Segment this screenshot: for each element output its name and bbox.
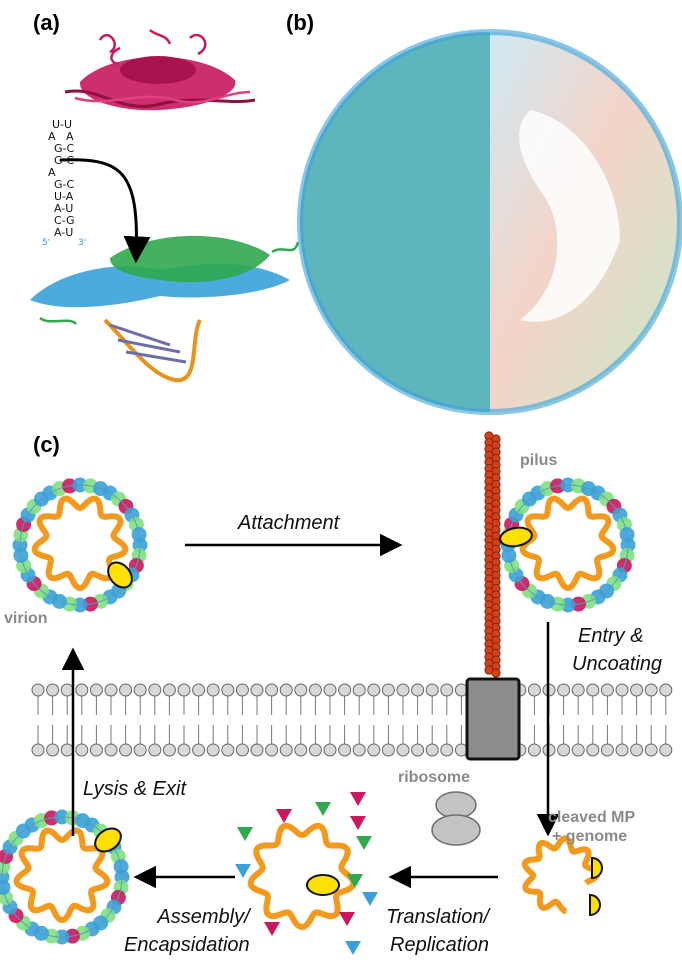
panel-label-b: (b) — [286, 10, 315, 35]
step-assembly-line2: Encapsidation — [124, 934, 250, 956]
lipid-bilayer-membrane — [31, 683, 673, 757]
rna-row: A-U — [54, 202, 74, 215]
membrane-channel — [465, 677, 521, 761]
pilus-filament — [484, 431, 501, 678]
cleaved-mp-line1: cleaved MP — [548, 809, 636, 826]
step-assembly-line1: Assembly/ — [157, 906, 250, 928]
assembly-genome — [235, 792, 378, 955]
virion-attached — [499, 477, 636, 613]
rna-row: A A — [48, 130, 74, 143]
rna-row: G-C — [54, 154, 75, 167]
step-entry-line1: Entry & — [578, 625, 644, 647]
step-translation-line2: Replication — [390, 934, 489, 956]
panel-label-a: (a) — [33, 10, 60, 35]
rna-row: G-C — [54, 142, 75, 155]
cleaved-genome — [521, 835, 603, 917]
step-translation: Translation/ Replication — [386, 903, 489, 959]
rna-row: A — [48, 166, 56, 179]
cleaved-mp-label: cleaved MP + genome — [548, 808, 635, 846]
arrow-panel-a — [59, 158, 151, 264]
rna-five-prime: 5' — [42, 238, 51, 248]
step-attachment: Attachment — [238, 512, 340, 534]
rna-row: U-A — [54, 190, 74, 203]
step-assembly: Assembly/ Encapsidation — [124, 903, 250, 959]
pilus-label: pilus — [520, 452, 558, 469]
virion-top-left — [12, 477, 148, 613]
rna-row: G-C — [54, 178, 75, 191]
ribosome-label: ribosome — [398, 769, 471, 786]
step-entry-line2: Uncoating — [572, 653, 663, 675]
virion-bottom-left — [0, 809, 130, 945]
cleaved-mp-line2: + genome — [552, 828, 628, 845]
step-lysis: Lysis & Exit — [83, 778, 186, 800]
panel-label-c: (c) — [33, 432, 60, 457]
step-translation-line1: Translation/ — [386, 906, 490, 928]
rna-row: U-U — [52, 118, 73, 131]
virion-label: virion — [4, 610, 48, 627]
step-entry: Entry & Uncoating — [572, 622, 662, 678]
rna-row: A-U — [54, 226, 74, 239]
rna-row: C-G — [54, 214, 75, 227]
rna-three-prime: 3' — [78, 238, 87, 248]
protein-dimer — [64, 29, 256, 111]
capsid-structure — [297, 29, 682, 415]
ribosome-icon — [431, 791, 481, 846]
bound-complex — [30, 235, 300, 383]
